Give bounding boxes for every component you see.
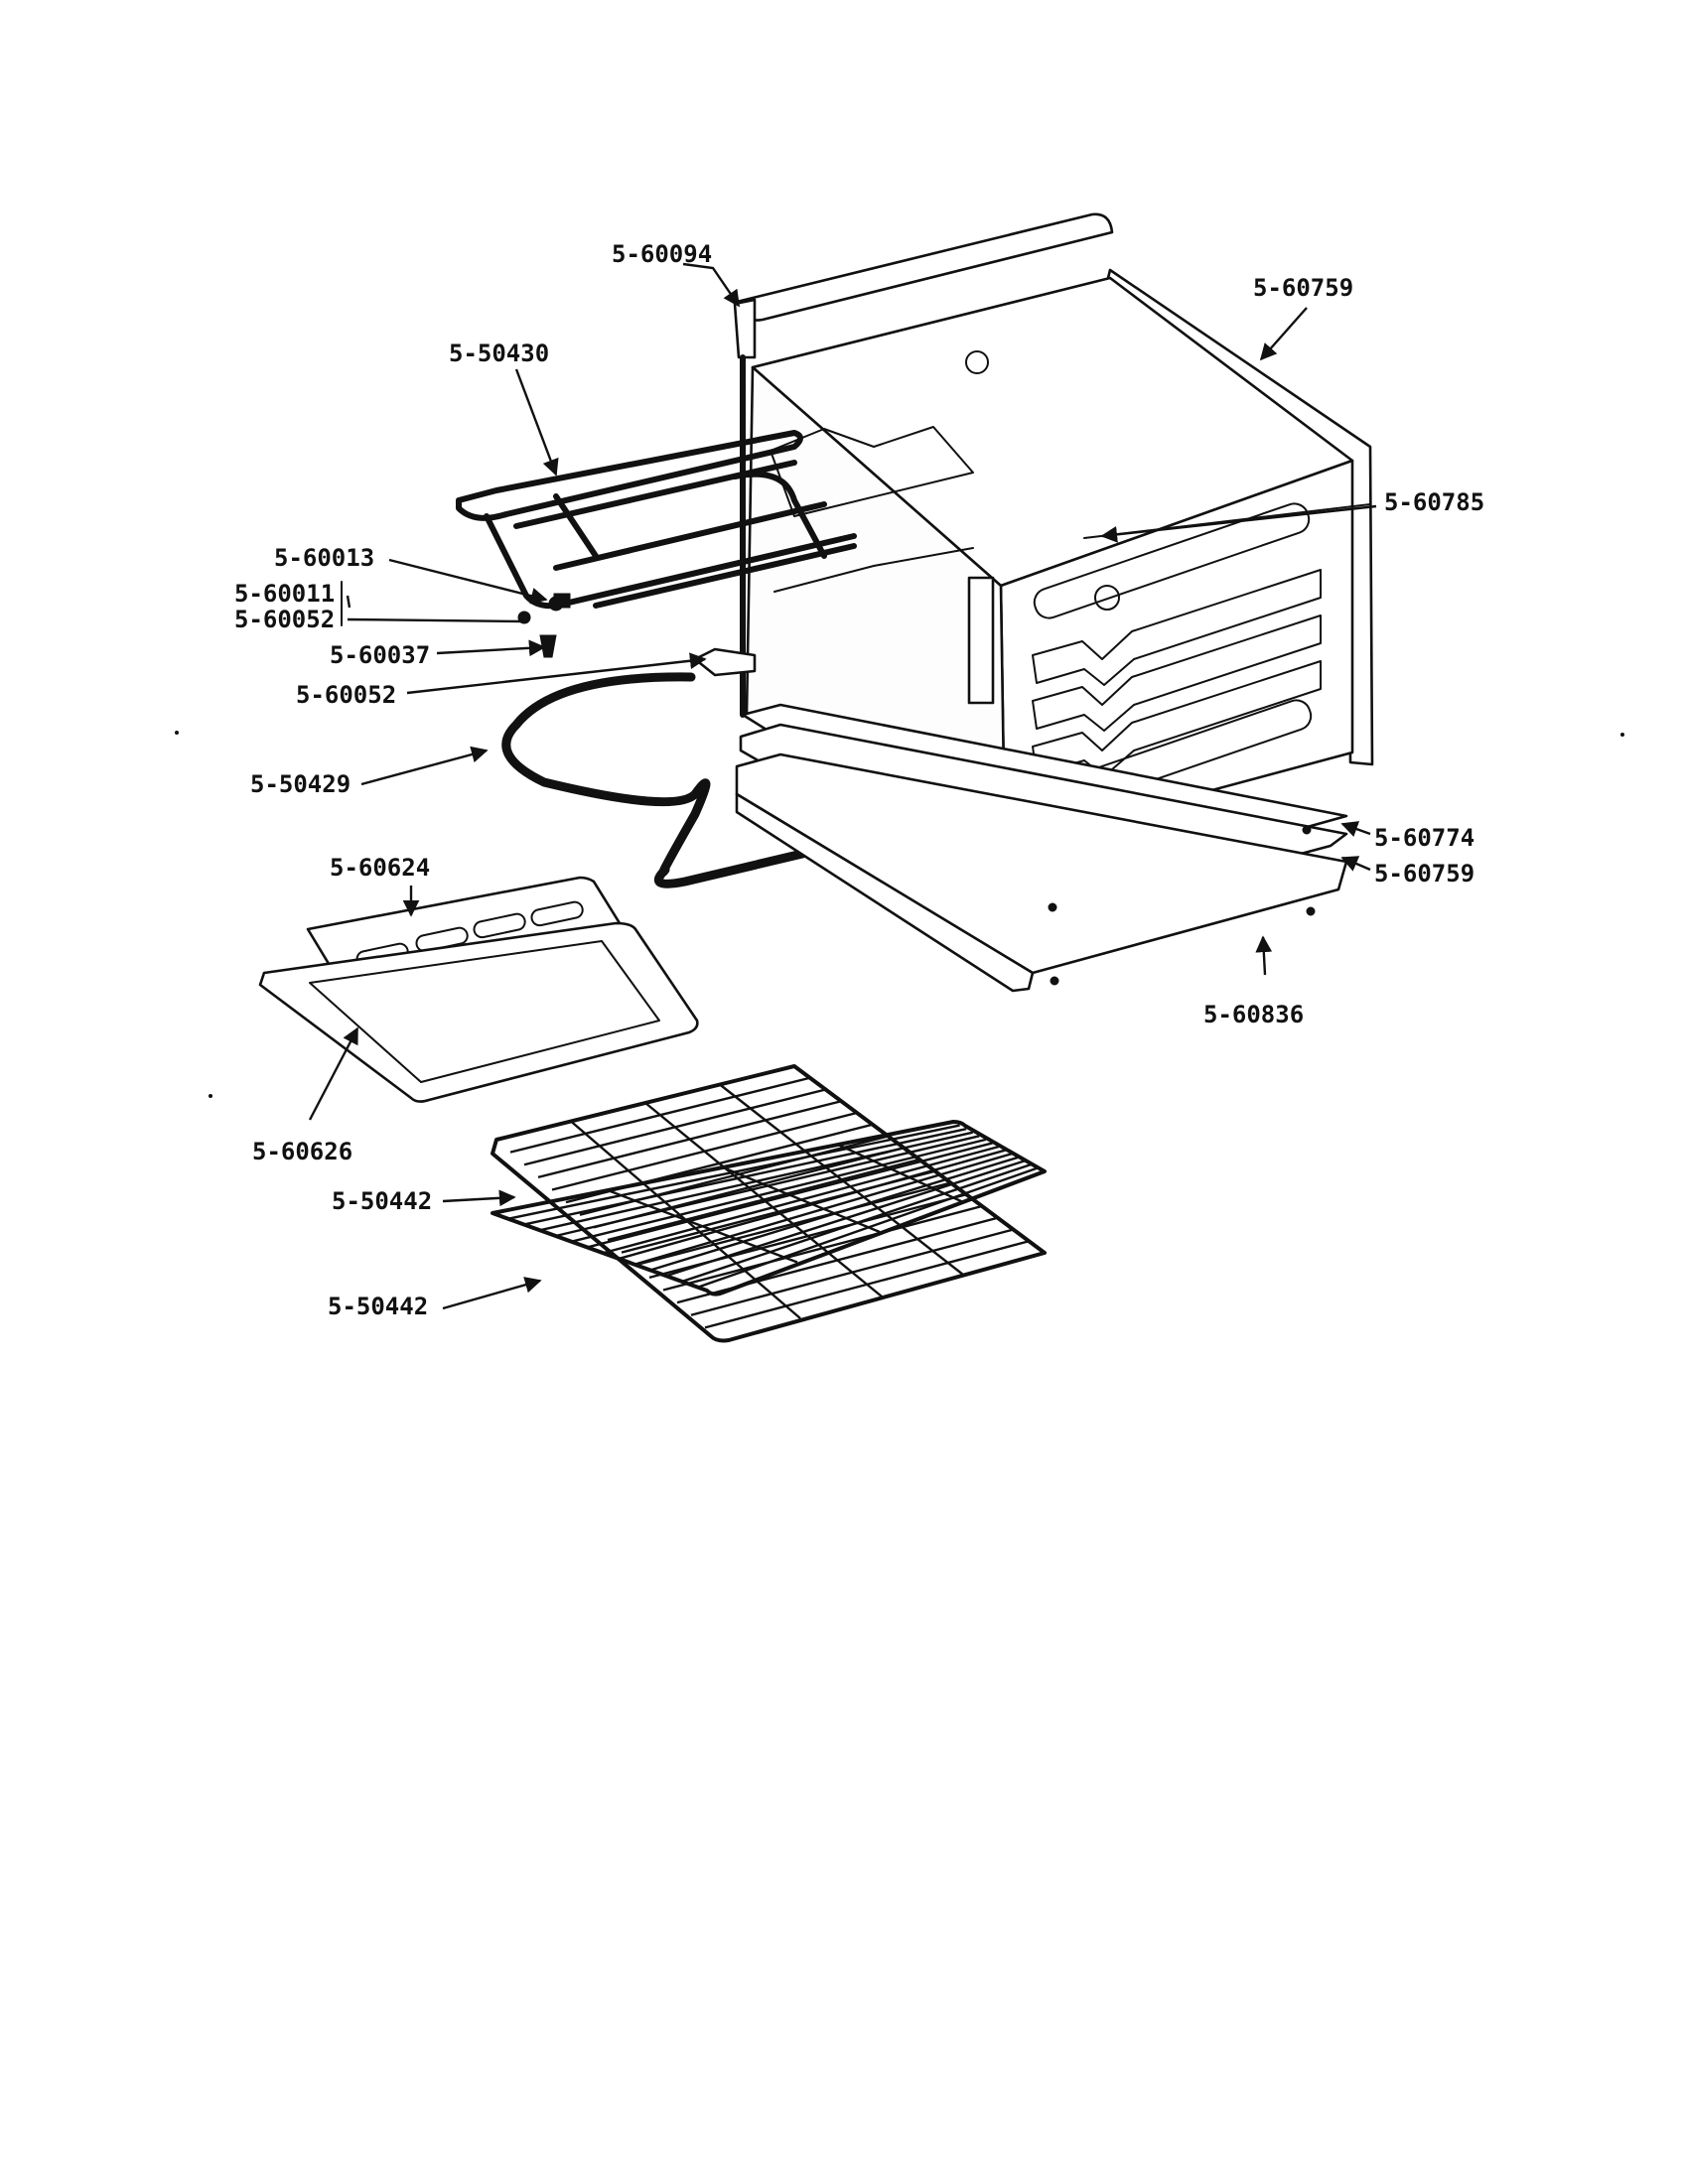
callout-5-60011: 5-60011 — [234, 580, 335, 608]
leader-lines — [308, 262, 1377, 1310]
rack-crossbar — [570, 1120, 801, 1319]
callout-5-60759-bottom: 5-60759 — [1374, 860, 1474, 887]
part-callouts: 5-60094 5-60759 5-50430 5-60785 5-60013 … — [234, 240, 1484, 1320]
rack-crossbar — [719, 1083, 964, 1276]
callout-5-50442-a: 5-50442 — [332, 1187, 432, 1215]
rack-crossbar — [722, 1165, 881, 1234]
callout-5-50442-b: 5-50442 — [328, 1293, 428, 1320]
callout-5-50430: 5-50430 — [449, 340, 549, 367]
callout-5-60094: 5-60094 — [612, 240, 712, 268]
rack-crossbar — [644, 1102, 883, 1297]
callout-5-60624: 5-60624 — [330, 854, 430, 882]
callout-5-60759-top: 5-60759 — [1253, 274, 1353, 302]
callout-5-60037: 5-60037 — [330, 641, 430, 669]
oven-rack-lower — [491, 1120, 1047, 1297]
oven-rack-upper — [491, 1064, 1047, 1343]
oven-bottom-panels — [735, 703, 1348, 993]
callout-5-60626: 5-60626 — [252, 1138, 352, 1165]
callout-5-60836: 5-60836 — [1203, 1001, 1304, 1028]
element-hardware — [517, 593, 757, 677]
callout-5-60013: 5-60013 — [274, 544, 374, 572]
callout-5-50429: 5-50429 — [250, 770, 351, 798]
callout-5-60774: 5-60774 — [1374, 824, 1474, 852]
callout-5-60785: 5-60785 — [1384, 488, 1484, 516]
callout-5-60052-a: 5-60052 — [234, 606, 335, 633]
bottom-tray — [258, 921, 699, 1103]
rack-crossbar — [607, 1188, 798, 1264]
callout-5-60052-b: 5-60052 — [296, 681, 396, 709]
rack-crossbar — [837, 1143, 963, 1203]
